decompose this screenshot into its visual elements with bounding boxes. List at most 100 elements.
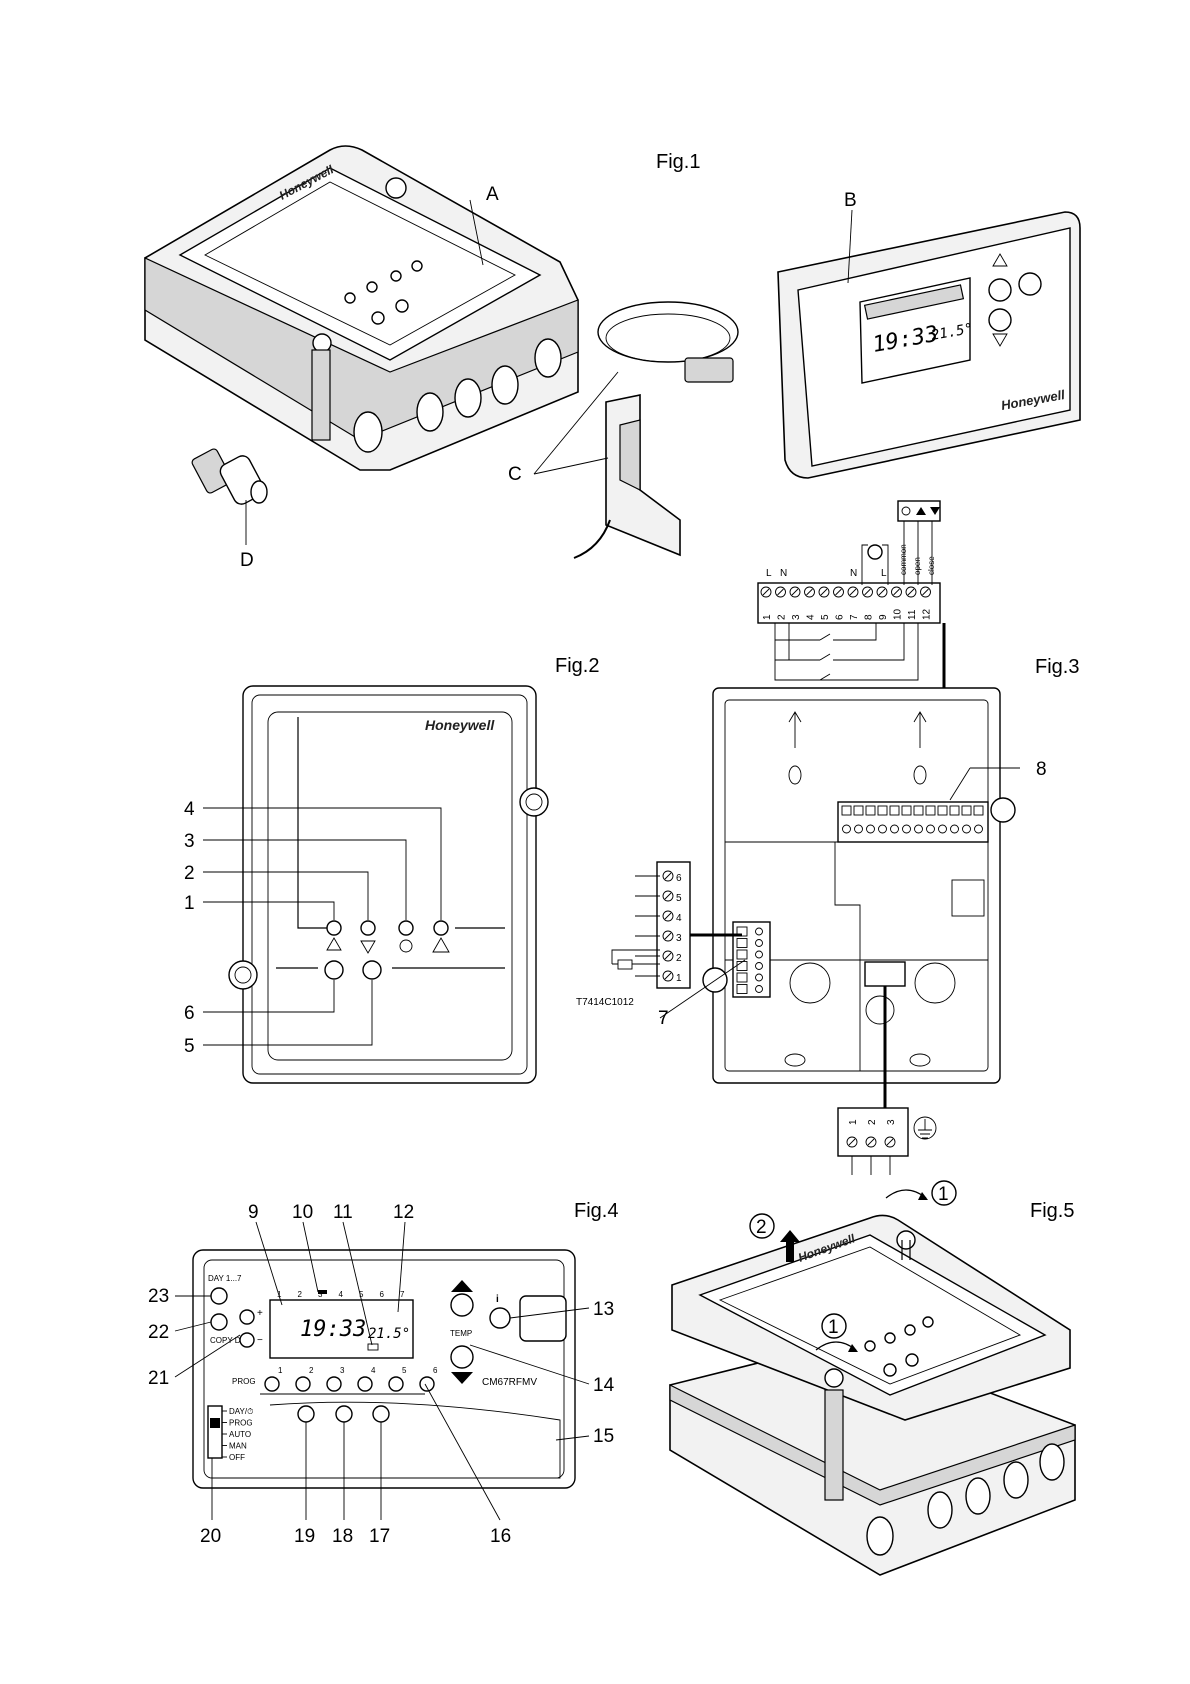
temp-label: TEMP <box>450 1329 472 1338</box>
terminal-number: 2 <box>867 1119 878 1125</box>
pump-symbol-icon <box>867 544 883 560</box>
terminal-number: 6 <box>676 873 682 884</box>
info-button <box>1018 272 1042 296</box>
model-name: CM67RFMV <box>482 1377 537 1388</box>
down-arrow-icon <box>451 1372 473 1384</box>
part-label-d: D <box>240 550 254 571</box>
prog-number: 4 <box>371 1366 376 1375</box>
prog-number: 2 <box>309 1366 314 1375</box>
up-button <box>988 278 1012 302</box>
terminal-screw-icon <box>846 1136 858 1148</box>
fig5-title: Fig.5 <box>1030 1200 1074 1222</box>
callout-7: 7 <box>658 1008 669 1029</box>
lcd-temp: 21.5° <box>368 1326 410 1342</box>
motor-labels: common open close <box>899 544 936 575</box>
terminal-number: 5 <box>820 614 831 620</box>
label-l: L <box>881 568 887 579</box>
lcd-display <box>269 1299 414 1359</box>
terminal-screw-icon <box>876 586 888 598</box>
up-button <box>450 1293 474 1317</box>
fig1-title: Fig.1 <box>656 151 700 173</box>
svg-text:open: open <box>913 557 922 575</box>
switch-position-label: OFF <box>229 1453 245 1462</box>
brand-logo: Honeywell <box>425 717 495 733</box>
fig1: Fig.1 Honeywell A <box>144 145 1081 571</box>
terminal-number: 1 <box>848 1119 859 1125</box>
button-19 <box>297 1405 315 1423</box>
label-n: N <box>850 568 857 579</box>
prog-button <box>295 1376 311 1392</box>
terminal-screw-icon <box>833 586 844 598</box>
day-number: 3 <box>318 1290 323 1299</box>
callout-5: 5 <box>184 1036 195 1057</box>
knockout-holes <box>353 338 562 453</box>
sensor-model: T7414C1012 <box>576 997 634 1008</box>
callout-18: 18 <box>332 1526 353 1547</box>
up-arrow-icon <box>451 1280 473 1292</box>
plus-icon: + <box>257 1308 263 1319</box>
callout-20: 20 <box>200 1526 221 1547</box>
step-1-top: 1 <box>938 1184 949 1205</box>
screw-icon <box>990 797 1016 823</box>
terminal-number: 3 <box>886 1119 897 1125</box>
callout-9: 9 <box>248 1202 259 1223</box>
terminal-number: 11 <box>907 609 918 620</box>
terminal-screw-icon <box>862 586 873 598</box>
callout-14: 14 <box>593 1375 615 1396</box>
part-label-c: C <box>508 464 522 485</box>
terminal-screw-icon <box>804 586 815 598</box>
part-label-a: A <box>486 184 499 205</box>
pipe-clip-c: C <box>508 301 739 559</box>
terminal-screw-icon <box>760 586 772 598</box>
step-2: 2 <box>756 1217 767 1238</box>
callout-21: 21 <box>148 1368 169 1389</box>
callout-12: 12 <box>393 1202 414 1223</box>
terminal-number: 6 <box>835 614 846 620</box>
terminal-block-8 <box>837 801 989 843</box>
copy-day-button <box>210 1313 228 1331</box>
button-17 <box>372 1405 390 1423</box>
terminal-number: 2 <box>676 953 682 964</box>
day-button-label: DAY 1...7 <box>208 1274 242 1283</box>
callout-2: 2 <box>184 863 195 884</box>
prog-button <box>264 1376 280 1392</box>
mode-switch <box>207 1405 223 1459</box>
screw-icon <box>312 333 332 353</box>
terminal-screw-icon <box>847 586 859 598</box>
prog-button <box>419 1376 435 1392</box>
led-row <box>344 260 423 325</box>
switch-position-label: PROG <box>229 1419 253 1428</box>
terminal-number: 2 <box>777 614 788 620</box>
callout-17: 17 <box>369 1526 390 1547</box>
down-button <box>988 308 1012 332</box>
terminal-screw-icon <box>865 1136 877 1148</box>
led-row <box>326 920 450 954</box>
prog-number: 5 <box>402 1366 407 1375</box>
screw-icon <box>896 1230 916 1250</box>
callout-16: 16 <box>490 1526 511 1547</box>
switch-position-label: MAN <box>229 1442 247 1451</box>
info-button <box>489 1307 511 1329</box>
day-number: 1 <box>277 1290 282 1299</box>
day-number: 2 <box>298 1290 303 1299</box>
terminal-number: 7 <box>849 614 860 620</box>
receiver-front-outline <box>242 685 537 1084</box>
svg-text:common: common <box>899 544 908 575</box>
screw-icon <box>519 787 549 817</box>
mains-terminal <box>837 1107 909 1157</box>
terminal-screw-icon <box>662 930 674 942</box>
terminal-number: 3 <box>791 614 802 620</box>
day-button <box>210 1287 228 1305</box>
terminal-screw-icon <box>662 910 674 922</box>
sensor-terminal <box>656 861 691 989</box>
minus-button <box>239 1332 255 1348</box>
terminal-number: 10 <box>893 608 904 620</box>
terminal-screw-icon <box>905 586 917 598</box>
callout-11: 11 <box>333 1202 353 1223</box>
lcd-temp: 21.5° <box>930 321 974 344</box>
switch-position-label: AUTO <box>229 1430 251 1439</box>
terminal-number: 4 <box>676 913 682 924</box>
terminal-number: 5 <box>676 893 682 904</box>
